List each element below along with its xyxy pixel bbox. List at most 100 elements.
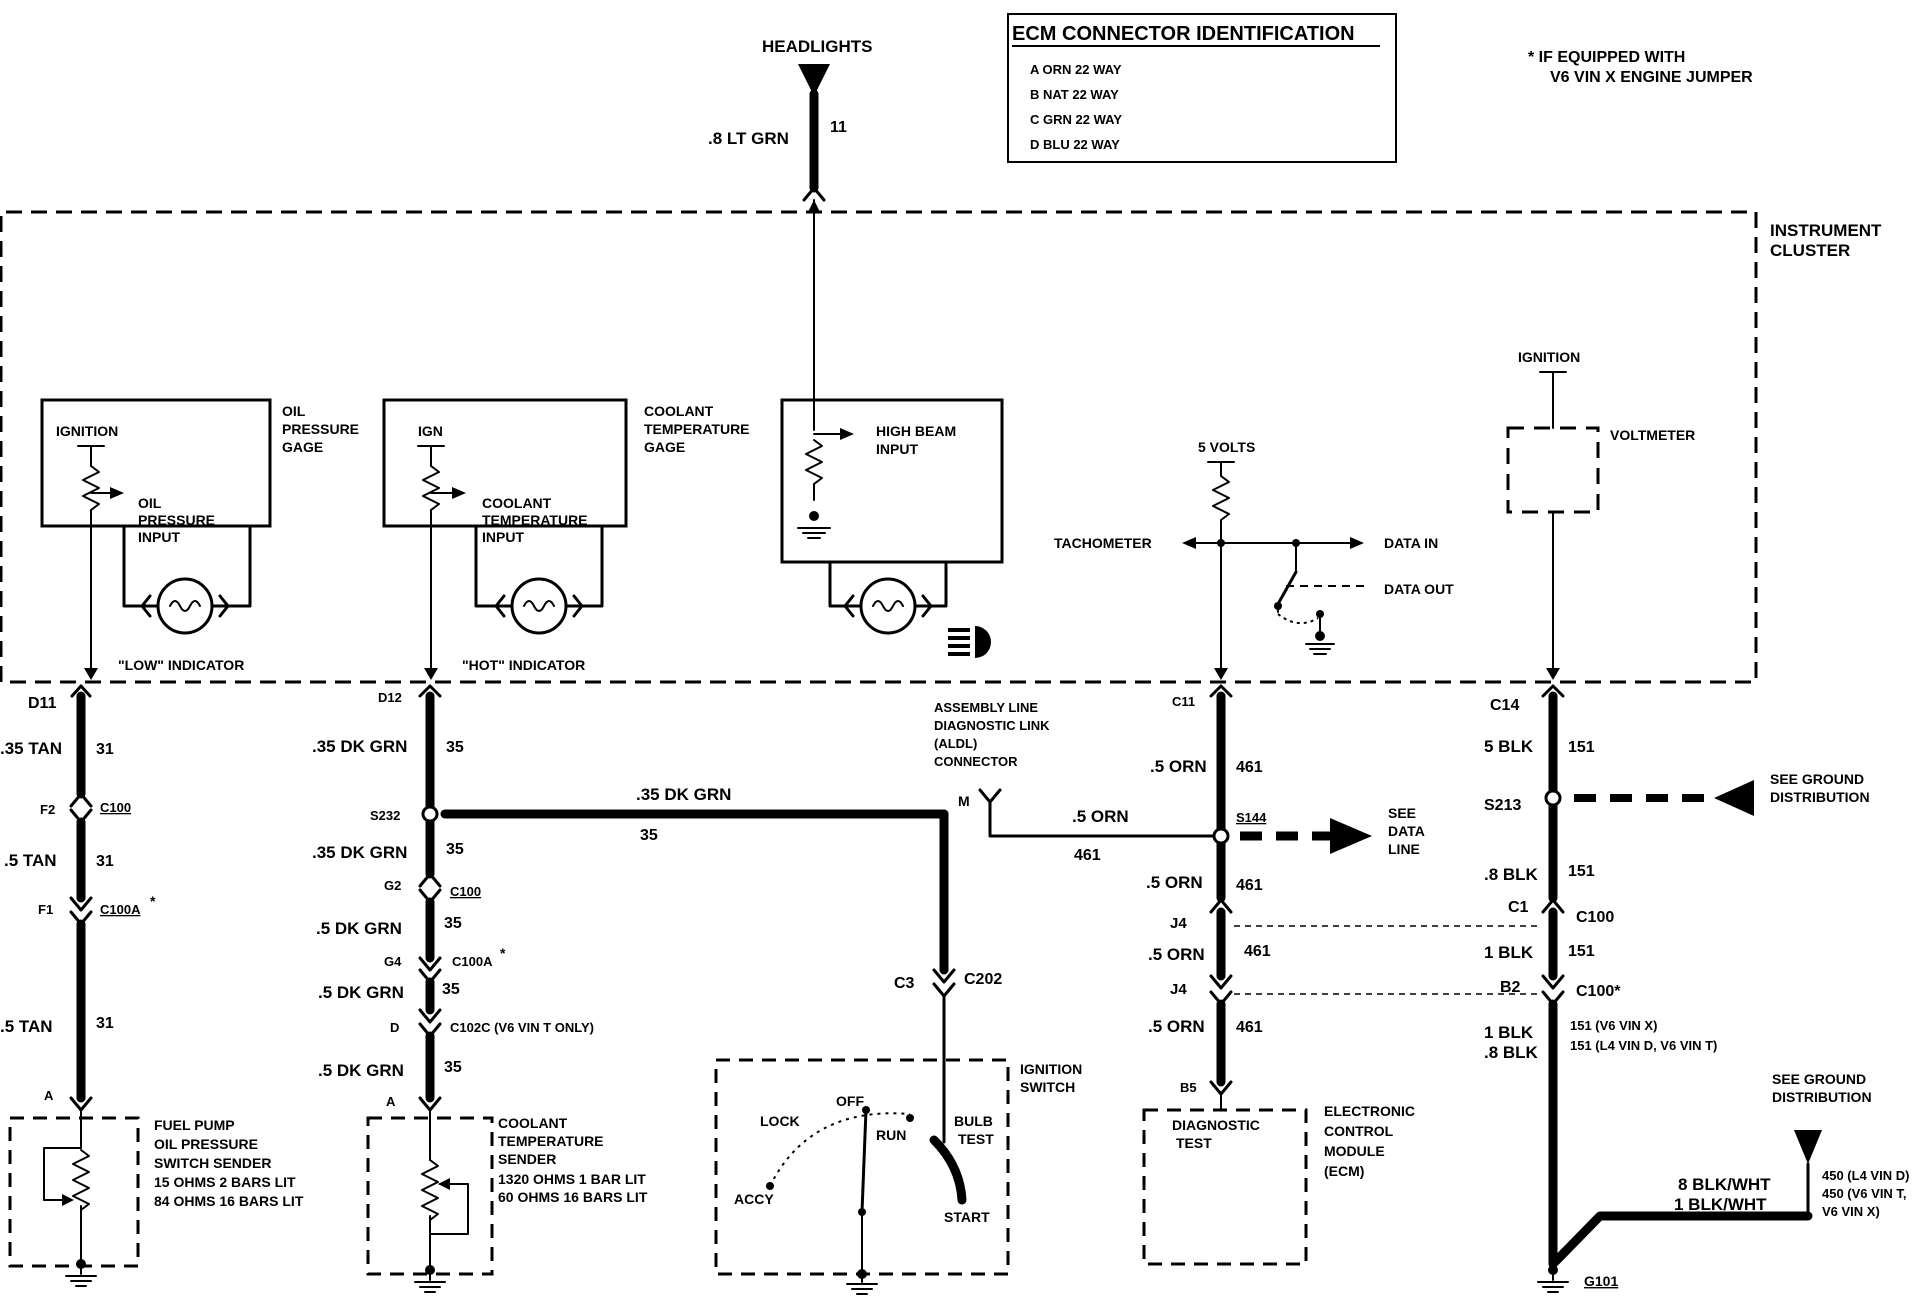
ignition-accy-label: ACCY bbox=[734, 1191, 774, 1207]
headlights-wire-label: .8 LT GRN bbox=[708, 129, 789, 148]
ignition-test-label: TEST bbox=[958, 1131, 994, 1147]
coolant-wire-5: .5 DK GRN bbox=[318, 1061, 404, 1080]
five-volts-label: 5 VOLTS bbox=[1198, 439, 1255, 455]
oil-sender-pin: A bbox=[44, 1088, 54, 1103]
ignition-switch-title: IGNITION bbox=[1020, 1061, 1082, 1077]
coolant-input-arrow-icon bbox=[452, 487, 466, 499]
branch-wire-label: .35 DK GRN bbox=[636, 785, 731, 804]
ground-branch-circuit: 450 (L4 VIN D) bbox=[1822, 1168, 1909, 1183]
headlights-connector-icon bbox=[802, 186, 826, 202]
aldl-wire: .5 ORN bbox=[1072, 807, 1129, 826]
tachometer-data-circuit: 5 VOLTS TACHOMETER DATA IN DATA OUT bbox=[1054, 439, 1454, 680]
tachometer-label: TACHOMETER bbox=[1054, 535, 1152, 551]
oil-connector-f2: F2 bbox=[40, 802, 55, 817]
cluster-label-line1: INSTRUMENT bbox=[1770, 221, 1882, 240]
high-beam-up-arrow-icon bbox=[808, 200, 820, 212]
aldl-label: CONNECTOR bbox=[934, 754, 1018, 769]
ecm-table-row: D BLU 22 WAY bbox=[1030, 137, 1120, 152]
coolant-sender-resistor-icon bbox=[421, 1159, 439, 1221]
coolant-circuit-4: 35 bbox=[442, 981, 460, 998]
ground-branch-circuit: V6 VIN X) bbox=[1822, 1204, 1880, 1219]
oil-wire-1: .35 TAN bbox=[0, 739, 62, 758]
aldl-label: DIAGNOSTIC LINK bbox=[934, 718, 1050, 733]
headlights-circuit-label: 11 bbox=[830, 119, 847, 136]
ecm-connector-table: ECM CONNECTOR IDENTIFICATION A ORN 22 WA… bbox=[1007, 13, 1397, 163]
ground-branch-circuit: 450 (V6 VIN T, bbox=[1822, 1186, 1907, 1201]
coolant-sender-label: 60 OHMS 16 BARS LIT bbox=[498, 1189, 648, 1205]
coolant-connector-c102c: C102C (V6 VIN T ONLY) bbox=[450, 1020, 594, 1035]
oil-wire-3: .5 TAN bbox=[0, 1017, 53, 1036]
oil-sender-box bbox=[8, 1116, 140, 1268]
splice-s144-icon bbox=[1212, 827, 1230, 845]
ground-circuit-3: 151 bbox=[1568, 943, 1595, 960]
oil-circuit-1: 31 bbox=[96, 741, 114, 758]
coolant-circuit-3: 35 bbox=[444, 915, 462, 932]
ignition-connector-c202: C202 bbox=[964, 971, 1002, 988]
footnote-line1: * IF EQUIPPED WITH bbox=[1528, 49, 1685, 66]
oil-input-label: INPUT bbox=[138, 529, 180, 545]
coolant-footnote-star: * bbox=[500, 945, 506, 961]
data-line-circuit: C11 .5 ORN 461 S144 SEE DATA LINE .5 ORN… bbox=[1142, 684, 1540, 1266]
ignition-start-label: START bbox=[944, 1209, 990, 1225]
low-indicator-lamp-icon bbox=[156, 577, 214, 635]
data-circuit-4: 461 bbox=[1236, 1019, 1263, 1036]
splice-s144-label: S144 bbox=[1236, 810, 1267, 825]
ignition-switch-title: SWITCH bbox=[1020, 1079, 1075, 1095]
oil-footnote-star: * bbox=[150, 893, 156, 909]
diagnostic-test-label: DIAGNOSTIC bbox=[1172, 1117, 1260, 1133]
ignition-switch: C3 C202 IGNITION SWITCH LOCK OFF RUN BUL… bbox=[714, 968, 1082, 1295]
see-ground-distribution-label: SEE GROUND bbox=[1772, 1071, 1866, 1087]
ecm-label: CONTROL bbox=[1324, 1123, 1394, 1139]
coolant-connector-d12: D12 bbox=[378, 690, 402, 705]
data-out-label: DATA OUT bbox=[1384, 581, 1454, 597]
coolant-wire-1: .35 DK GRN bbox=[312, 737, 407, 756]
coolant-sender-label: COOLANT bbox=[498, 1115, 568, 1131]
ignition-off-label: OFF bbox=[836, 1093, 864, 1109]
see-data-line-arrow-icon bbox=[1330, 818, 1372, 854]
oil-sender-label: FUEL PUMP bbox=[154, 1117, 235, 1133]
ground-wire-4b: .8 BLK bbox=[1484, 1043, 1539, 1062]
aldl-label: ASSEMBLY LINE bbox=[934, 700, 1038, 715]
data-wire-1: .5 ORN bbox=[1150, 757, 1207, 776]
oil-sender-resistor-icon bbox=[72, 1149, 90, 1211]
coolant-sender-label: SENDER bbox=[498, 1151, 556, 1167]
ground-connector-c14: C14 bbox=[1490, 697, 1519, 714]
high-beam-resistor-icon bbox=[805, 439, 823, 501]
data-out-switch-icon bbox=[1276, 570, 1298, 606]
branch-circuit-label: 35 bbox=[640, 827, 658, 844]
oil-connector-f1: F1 bbox=[38, 902, 53, 917]
footnote-line2: V6 VIN X ENGINE JUMPER bbox=[1550, 69, 1753, 86]
tach-resistor-icon bbox=[1212, 475, 1230, 539]
coolant-temperature-gage: IGN COOLANT TEMPERATURE INPUT COOLANT TE… bbox=[382, 398, 750, 680]
oil-input-label: PRESSURE bbox=[138, 512, 215, 528]
coolant-gage-title: TEMPERATURE bbox=[644, 421, 750, 437]
data-in-arrow-icon bbox=[1350, 537, 1364, 549]
ground-circuit: C14 5 BLK 151 S213 SEE GROUND DISTRIBUTI… bbox=[1484, 684, 1909, 1293]
see-ground-distribution-label: DISTRIBUTION bbox=[1772, 1089, 1872, 1105]
coolant-gage-title: GAGE bbox=[644, 439, 685, 455]
voltmeter-label: VOLTMETER bbox=[1610, 427, 1695, 443]
ground-wire-2: .8 BLK bbox=[1484, 865, 1539, 884]
coolant-circuit-2: 35 bbox=[446, 841, 464, 858]
splice-s213-label: S213 bbox=[1484, 797, 1521, 814]
splice-s232-label: S232 bbox=[370, 808, 400, 823]
coolant-connector-g2: G2 bbox=[384, 878, 401, 893]
oil-sender-label: 84 OHMS 16 BARS LIT bbox=[154, 1193, 304, 1209]
ecm-box bbox=[1142, 1108, 1308, 1266]
oil-connector-c100: C100 bbox=[100, 800, 131, 815]
headlights-group: HEADLIGHTS .8 LT GRN 11 bbox=[708, 37, 873, 202]
see-ground-label: SEE GROUND bbox=[1770, 771, 1864, 787]
ground-circuit-4a: 151 (V6 VIN X) bbox=[1570, 1018, 1657, 1033]
ecm-table-row: C GRN 22 WAY bbox=[1030, 112, 1122, 127]
aldl-circuit: 461 bbox=[1074, 847, 1101, 864]
see-data-line-label: SEE bbox=[1388, 805, 1416, 821]
aldl-pin-icon bbox=[978, 788, 1002, 804]
coolant-ign-label: IGN bbox=[418, 423, 443, 439]
high-beam-input-arrow-icon bbox=[840, 428, 854, 440]
oil-wire-2: .5 TAN bbox=[4, 851, 57, 870]
data-circuit-2: 461 bbox=[1236, 877, 1263, 894]
ignition-switch-lever-icon bbox=[860, 1108, 868, 1214]
instrument-cluster-boundary: INSTRUMENT CLUSTER bbox=[0, 210, 1882, 684]
data-wire-3: .5 ORN bbox=[1148, 945, 1205, 964]
